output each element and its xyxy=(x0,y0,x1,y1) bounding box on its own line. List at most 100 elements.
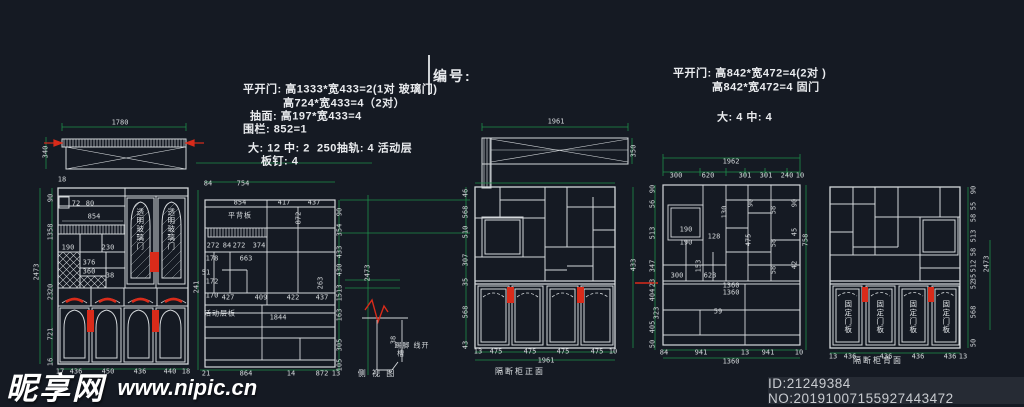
watermark-brand: 昵享网 xyxy=(6,371,105,406)
panel-label: 踢脚 线开 xyxy=(394,342,430,350)
dim-label: 2473 xyxy=(32,263,41,281)
dim-label: 84 xyxy=(659,348,669,357)
dim-label: 1780 xyxy=(111,118,129,127)
dim-label: 475 xyxy=(590,347,604,356)
dim-label: 475 xyxy=(556,347,570,356)
dim-label: 864 xyxy=(239,369,253,378)
dim-label: 512 xyxy=(969,259,978,273)
dim-label: 721 xyxy=(46,327,55,341)
dim-label: 80 xyxy=(85,199,95,208)
break-side-view-symbol xyxy=(362,298,408,371)
dim-label: 56 xyxy=(648,199,657,209)
note-line: 平开门: 高1333*宽433=2(1对 玻璃门) xyxy=(243,83,438,96)
dim-label: 58 xyxy=(769,265,778,275)
dim-label: 436 xyxy=(879,352,893,361)
dim-label: 301 xyxy=(759,171,773,180)
dim-label: 90 xyxy=(648,184,657,194)
dim-label: 23 xyxy=(648,278,657,288)
dim-label: 347 xyxy=(648,259,657,273)
dim-label: 190 xyxy=(679,225,693,234)
dim-label: 58 xyxy=(769,238,778,248)
dim-label: 42 xyxy=(790,260,799,270)
dim-label: 436 xyxy=(843,352,857,361)
dim-label: 433 xyxy=(629,258,638,272)
dim-label: 51 xyxy=(201,268,211,277)
dim-label: 510 xyxy=(461,225,470,239)
door-label: 透明玻璃门 xyxy=(166,208,176,251)
section-view-left xyxy=(197,181,369,375)
dim-label: 417 xyxy=(277,198,291,207)
dim-label: 301 xyxy=(738,171,752,180)
dim-label: 272 xyxy=(206,241,220,250)
dim-label: 13 xyxy=(828,352,838,361)
dim-label: 1513 xyxy=(335,284,344,302)
text-cursor-line xyxy=(428,55,430,95)
dim-label: 90 xyxy=(746,198,755,208)
door-label: 透明玻璃门 xyxy=(135,208,145,251)
section-view-middle xyxy=(654,154,807,359)
dim-label: 170 xyxy=(205,291,219,300)
dim-label: 340 xyxy=(41,145,50,159)
dim-label: 360 xyxy=(82,267,96,276)
dim-label: 305 xyxy=(335,338,344,352)
note-line: 板钉: 4 xyxy=(261,155,299,168)
dim-label: 55 xyxy=(969,201,978,211)
dim-label: 263 xyxy=(316,276,325,290)
panel-label: 槽 xyxy=(397,350,405,358)
plan-view-middle xyxy=(481,123,633,189)
watermark-site-url: www.nipic.cn xyxy=(117,375,258,400)
dim-label: 405 xyxy=(648,320,657,334)
dim-label: 178 xyxy=(205,254,219,263)
caption: 隔断柜背面 xyxy=(853,356,903,365)
dim-label: 50 xyxy=(969,338,978,348)
dim-label: 872 xyxy=(294,211,303,225)
dim-label: 272 xyxy=(232,241,246,250)
dim-label: 90 xyxy=(969,185,978,195)
dim-label: 941 xyxy=(761,348,775,357)
dim-label: 13 xyxy=(473,347,483,356)
dim-label: 21 xyxy=(201,369,211,378)
dim-label: 436 xyxy=(911,352,925,361)
dim-label: 623 xyxy=(703,271,717,280)
dim-label: 90 xyxy=(335,207,344,217)
dim-label: 1961 xyxy=(547,117,565,126)
note-line: 抽面: 高197*宽433=4 xyxy=(250,110,362,123)
elevation-left-cabinet xyxy=(39,187,189,370)
caption: 隔断柜正面 xyxy=(495,367,545,376)
dim-label: 854 xyxy=(87,212,101,221)
note-line: 大: 4 中: 4 xyxy=(717,111,773,124)
dim-label: 84 xyxy=(203,179,213,188)
dim-label: 230 xyxy=(101,243,115,252)
dim-label: 52 xyxy=(969,280,978,290)
dim-label: 58 xyxy=(969,213,978,223)
dim-label: 422 xyxy=(286,293,300,302)
dim-label: 409 xyxy=(254,293,268,302)
dim-label: 13 xyxy=(740,348,750,357)
note-line: 高724*宽433=4（2对） xyxy=(283,97,406,110)
dim-label: 437 xyxy=(315,293,329,302)
dim-label: 1360 xyxy=(722,357,740,366)
dim-label: 1358 xyxy=(46,223,55,241)
dim-label: 350 xyxy=(629,144,638,158)
dim-label: 376 xyxy=(82,258,96,267)
footer-id-text: ID:21249384 NO:20191007155927443472 xyxy=(768,375,954,406)
note-line: 高842*宽472=4 固门 xyxy=(712,81,820,94)
dim-label: 17 xyxy=(55,367,65,376)
dim-label: 513 xyxy=(648,226,657,240)
dim-label: 2473 xyxy=(982,255,991,273)
dim-label: 450 xyxy=(101,367,115,376)
dim-label: 754 xyxy=(236,179,250,188)
dim-label: 475 xyxy=(744,233,753,247)
dim-label: 436 xyxy=(943,352,957,361)
dim-label: 18 xyxy=(181,367,191,376)
dim-label: 758 xyxy=(801,233,810,247)
dim-label: 513 xyxy=(969,229,978,243)
dim-label: 128 xyxy=(707,232,721,241)
dim-label: 241 xyxy=(192,280,201,294)
elevation-middle-back xyxy=(829,186,991,354)
dim-label: 23 xyxy=(46,291,55,301)
dim-label: 35 xyxy=(461,277,470,287)
dim-label: 323 xyxy=(652,306,661,320)
dim-label: 14 xyxy=(286,369,296,378)
